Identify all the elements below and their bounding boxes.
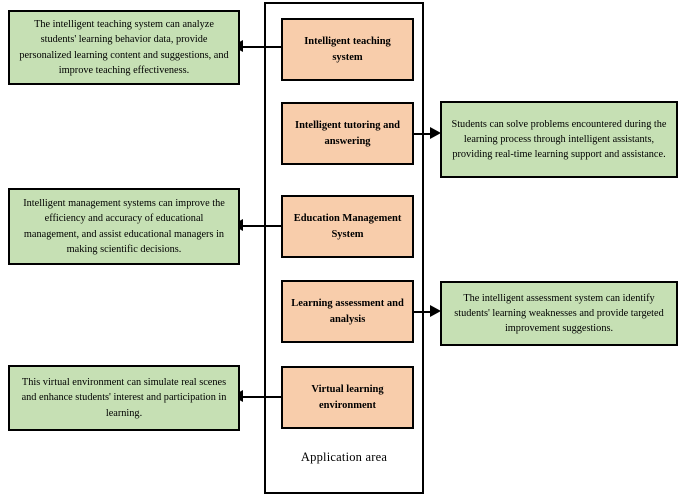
description-box-intelligent-tutoring-and-answering: Students can solve problems encountered … <box>440 101 678 178</box>
description-box-learning-assessment-and-analysis: The intelligent assessment system can id… <box>440 281 678 346</box>
connector-line-row-2 <box>412 133 432 136</box>
connector-line-row-1 <box>238 46 286 49</box>
arrow-head-right-row-4 <box>430 305 441 317</box>
application-area-container <box>264 2 424 494</box>
connector-line-row-4 <box>412 311 432 314</box>
core-box-education-management-system: Education Management System <box>281 195 414 258</box>
arrow-head-right-row-2 <box>430 127 441 139</box>
core-box-intelligent-tutoring-and-answering: Intelligent tutoring and answering <box>281 102 414 165</box>
description-box-education-management-system: Intelligent management systems can impro… <box>8 188 240 265</box>
core-box-learning-assessment-and-analysis: Learning assessment and analysis <box>281 280 414 343</box>
connector-line-row-5 <box>238 396 286 399</box>
description-box-intelligent-teaching-system: The intelligent teaching system can anal… <box>8 10 240 85</box>
core-box-virtual-learning-environment: Virtual learning environment <box>281 366 414 429</box>
core-box-intelligent-teaching-system: Intelligent teaching system <box>281 18 414 81</box>
description-box-virtual-learning-environment: This virtual environment can simulate re… <box>8 365 240 431</box>
application-area-label: Application area <box>300 450 388 464</box>
connector-line-row-3 <box>238 225 286 228</box>
